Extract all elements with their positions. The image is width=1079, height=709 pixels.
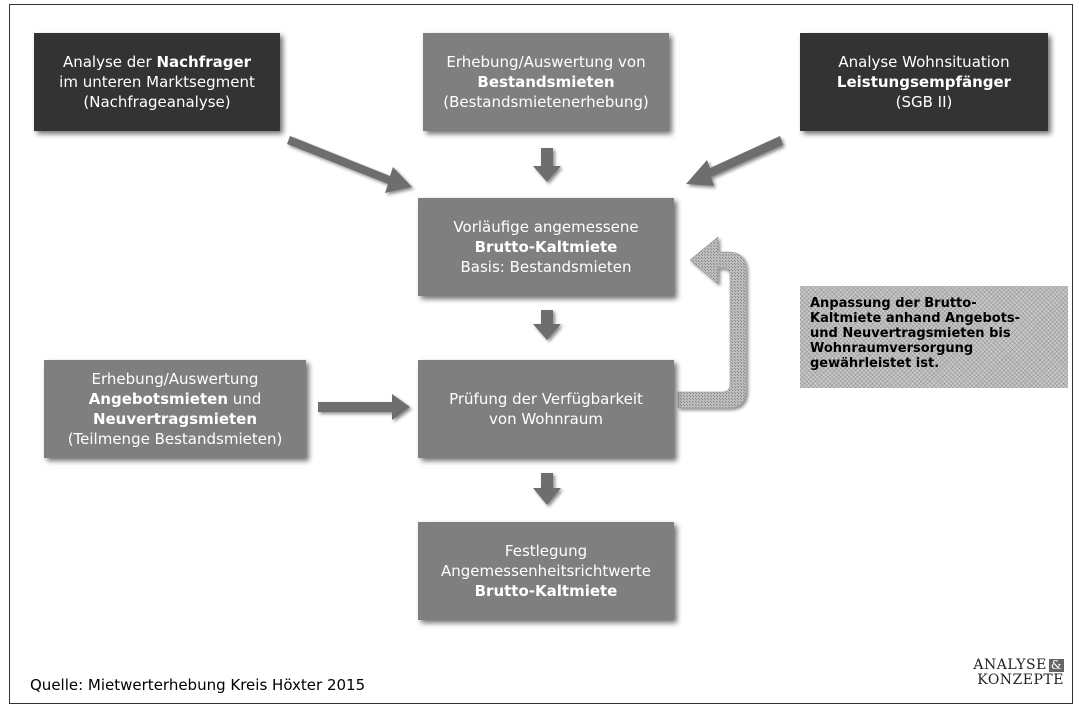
leistung-line3: (SGB II) <box>895 93 953 111</box>
logo-amp: & <box>1048 658 1064 672</box>
nachfrager-line3: (Nachfrageanalyse) <box>83 93 231 111</box>
logo-analyse-konzepte: ANALYSE& KONZEPTE <box>954 658 1064 688</box>
note-anpassung: Anpassung der Brutto- Kaltmiete anhand A… <box>800 286 1068 388</box>
arrow-bestand-to-vorlaeufige <box>533 148 561 182</box>
vorlaeufige-line1: Vorläufige angemessene <box>453 218 639 236</box>
arrow-vorlaeufige-to-pruefung <box>533 310 561 340</box>
logo-line1: ANALYSE <box>973 657 1047 673</box>
bestand-line1: Erhebung/Auswertung von <box>446 53 646 71</box>
box-vorlaeufige-kaltmiete: Vorläufige angemessene Brutto-Kaltmiete … <box>418 198 674 296</box>
source-caption: Quelle: Mietwerterhebung Kreis Höxter 20… <box>30 676 366 694</box>
leistung-line1: Analyse Wohnsituation <box>838 53 1010 71</box>
note-line: und Neuvertragsmieten bis <box>810 326 1011 341</box>
box-bestandsmieten: Erhebung/Auswertung von Bestandsmieten (… <box>423 33 669 131</box>
angebot-line1: Erhebung/Auswertung <box>91 370 259 388</box>
festlegung-line1: Festlegung <box>504 542 588 560</box>
note-line: gewährleistet ist. <box>810 356 940 371</box>
arrow-angebot-to-pruefung <box>318 394 410 420</box>
note-line: Wohnraumversorgung <box>810 341 974 356</box>
arrow-leistung-to-vorlaeufige <box>686 136 783 186</box>
logo-line2: KONZEPTE <box>977 672 1064 688</box>
bestand-line2-bold: Bestandsmieten <box>477 73 615 91</box>
angebot-line4: (Teilmenge Bestandsmieten) <box>67 430 283 448</box>
vorlaeufige-line2-bold: Brutto-Kaltmiete <box>474 238 618 256</box>
festlegung-line2: Angemessenheitsrichtwerte <box>440 562 652 580</box>
nachfrager-line2: im unteren Marktsegment <box>59 73 255 91</box>
arrow-nachfrager-to-vorlaeufige <box>287 136 412 193</box>
angebot-line3-bold: Neuvertragsmieten <box>92 410 258 428</box>
arrow-pruefung-to-festlegung <box>533 473 561 505</box>
box-leistungsempfaenger: Analyse Wohnsituation Leistungsempfänger… <box>800 33 1048 131</box>
note-line: Anpassung der Brutto- <box>810 296 977 311</box>
box-festlegung: Festlegung Angemessenheitsrichtwerte Bru… <box>418 522 674 620</box>
vorlaeufige-line3: Basis: Bestandsmieten <box>460 258 632 276</box>
bestand-line3: (Bestandsmietenerhebung) <box>443 93 649 111</box>
pruefung-line1: Prüfung der Verfügbarkeit <box>449 390 643 408</box>
pruefung-line2: von Wohnraum <box>489 410 603 428</box>
nachfrager-line1-pre: Analyse der <box>62 53 157 71</box>
box-pruefung-verfuegbarkeit: Prüfung der Verfügbarkeit von Wohnraum <box>418 360 674 458</box>
angebot-line2-bold: Angebotsmieten <box>88 390 228 408</box>
nachfrager-line1-bold: Nachfrager <box>156 53 252 71</box>
festlegung-line3-bold: Brutto-Kaltmiete <box>474 582 618 600</box>
box-nachfrageanalyse: Analyse der Nachfrager im unteren Markts… <box>34 33 280 131</box>
box-angebotsmieten: Erhebung/Auswertung Angebotsmieten und N… <box>44 360 306 458</box>
note-line: Kaltmiete anhand Angebots- <box>810 311 1021 326</box>
angebot-line2-post: und <box>228 390 262 408</box>
arrow-feedback-loop <box>677 236 747 409</box>
leistung-line2-bold: Leistungsempfänger <box>836 73 1012 91</box>
